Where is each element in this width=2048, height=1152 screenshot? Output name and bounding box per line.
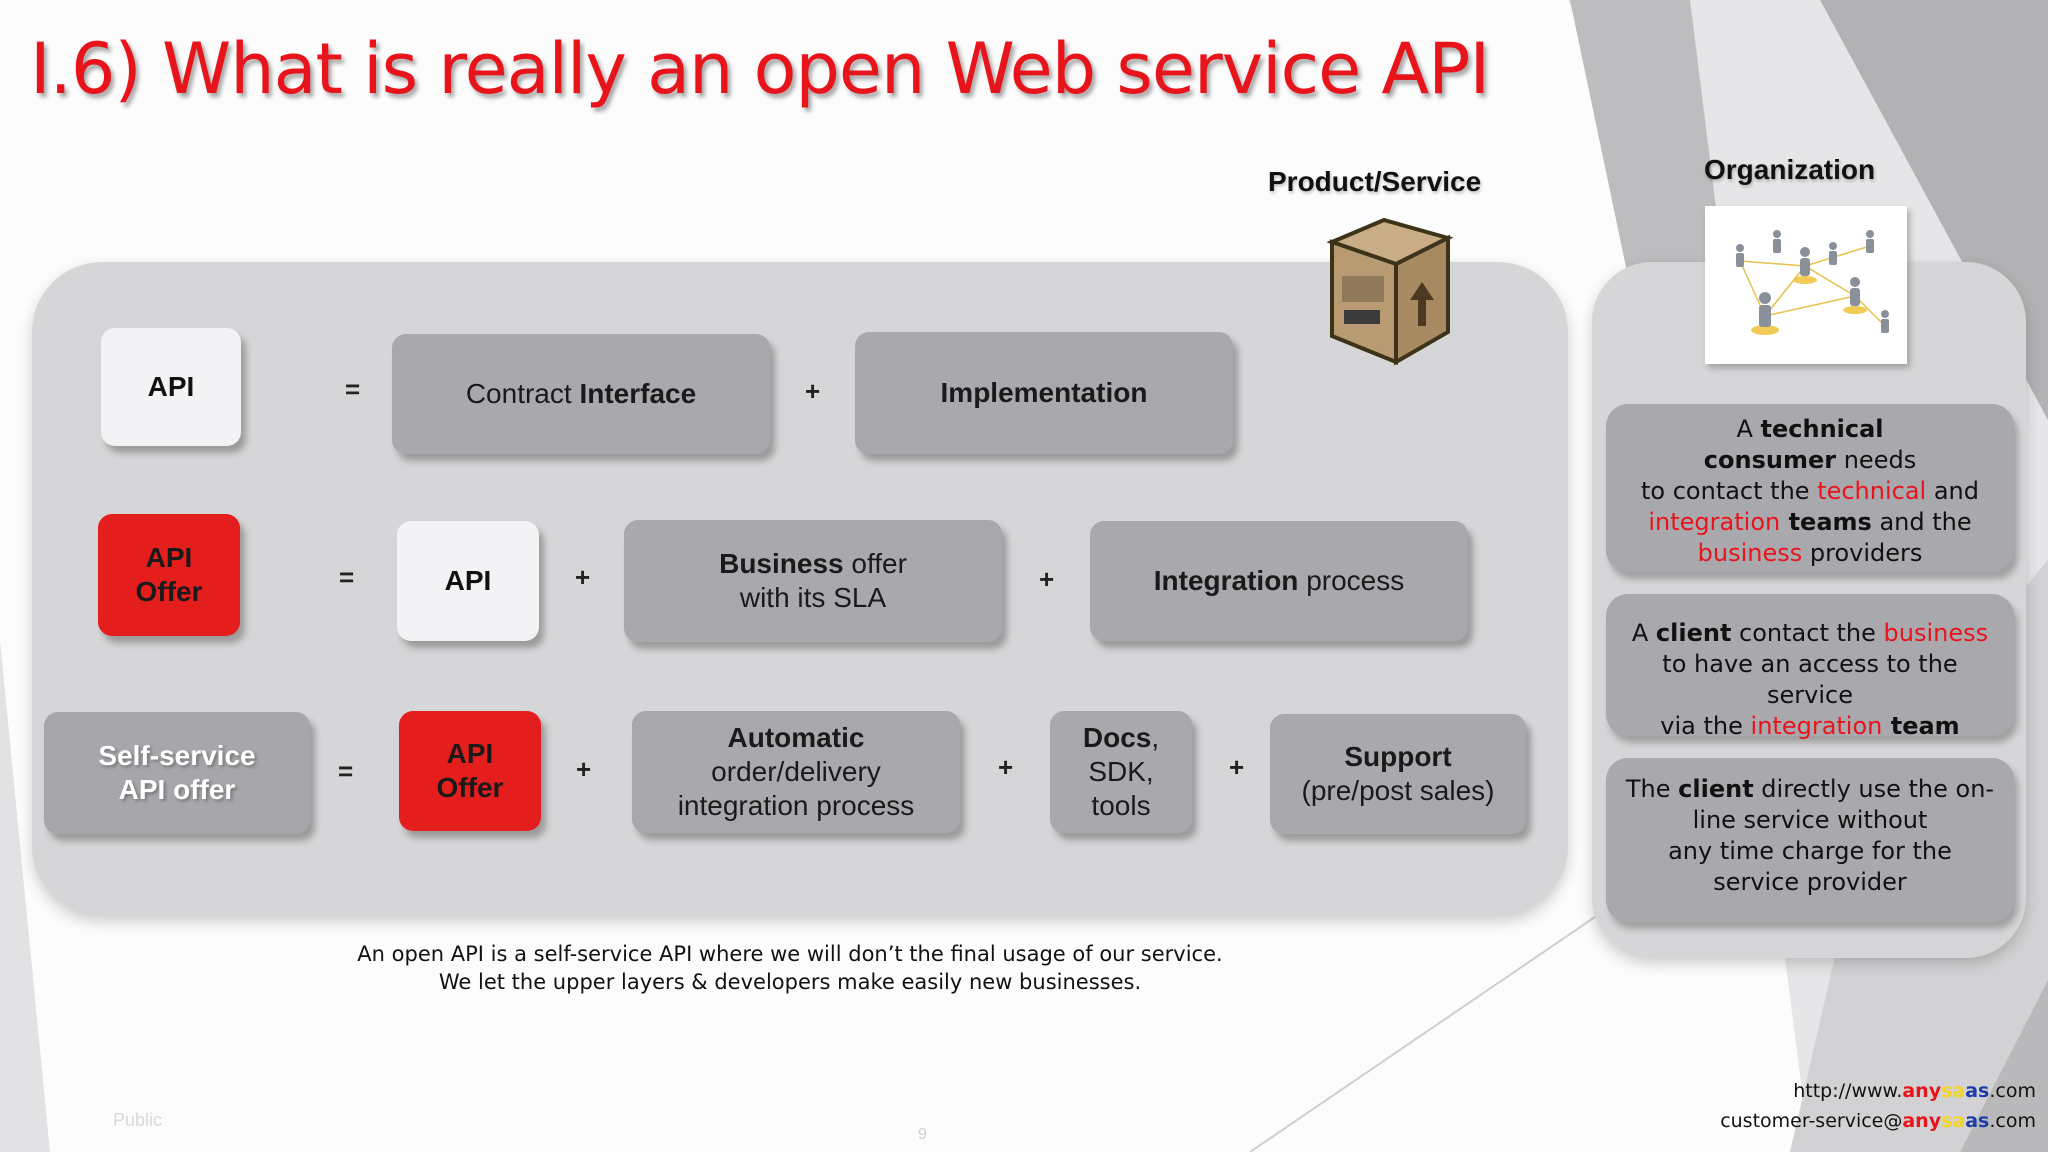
technical-highlight: technical [1817,477,1927,505]
page-number: 9 [918,1126,927,1143]
text: and the [1871,508,1972,536]
plus-sign: + [805,376,821,406]
equals-sign: = [339,562,355,592]
text: and [1926,477,1979,505]
client-word: client [1655,619,1732,647]
brand-any: any [1902,1080,1942,1102]
text: providers [1802,539,1923,567]
api-offer-line2: Offer [436,772,504,803]
contract-label: Contract [465,377,580,409]
technical-consumer-box: A technical consumer needs to contact th… [1606,404,2014,572]
sla-label: with its SLA [739,582,887,613]
integration-highlight: integration [1648,508,1781,536]
self-service-line1: Self-service [98,739,256,771]
self-service-line2: API offer [118,774,236,805]
url-prefix: http://www. [1793,1080,1903,1102]
text: A [1631,619,1656,647]
product-box-icon [1326,217,1454,366]
technical-word: technical [1760,415,1884,443]
product-service-label: Product/Service [1268,166,1482,197]
client-word: client [1678,775,1754,803]
equals-sign: = [345,374,361,404]
plus-sign: + [1229,752,1245,782]
mail-suffix: .com [1989,1110,2036,1132]
brand-as: as [1965,1110,1990,1132]
url-suffix: .com [1989,1080,2036,1102]
text: to have an access to the service [1662,650,1958,709]
text: contact the [1731,619,1884,647]
caption-line1: An open API is a self-service API where … [357,942,1223,966]
slide-caption: An open API is a self-service API where … [300,940,1280,996]
business-highlight: business [1883,619,1989,647]
docs-sdk-tools-box: Docs,SDK,tools [1050,711,1192,833]
text: service provider [1713,868,1907,896]
order-delivery-label: order/delivery [711,755,881,787]
direct-use-box: The client directly use the on- line ser… [1606,758,2014,922]
plus-sign: + [998,752,1014,782]
pre-post-sales-label: (pre/post sales) [1301,775,1495,806]
mail-prefix: customer-service@ [1720,1110,1903,1132]
text: any time charge for the [1668,837,1952,865]
integration-process-box: Integration process [1090,521,1468,641]
api-label: API [444,564,492,596]
docs-comma: , [1151,721,1160,753]
text: needs [1836,446,1917,474]
plus-sign: + [576,754,592,784]
process-label: process [1298,564,1405,596]
teams-word: teams [1780,508,1872,536]
client-contact-box: A client contact the business to have an… [1606,594,2014,740]
automatic-label: Automatic [727,721,865,753]
integration-highlight: integration [1750,712,1883,740]
implementation-label: Implementation [940,376,1148,408]
team-word: team [1882,712,1960,740]
text: via the [1660,712,1751,740]
classification-label: Public [113,1110,163,1130]
business-label: Business [719,547,844,579]
api-offer-line2: Offer [135,576,203,607]
email-link[interactable]: customer-service@anysaas.com [1720,1110,2036,1132]
api-label: API [147,370,195,402]
brand-sa: sa [1941,1110,1966,1132]
organization-network-image [1705,206,1907,364]
caption-line2: We let the upper layers & developers mak… [438,970,1142,994]
text: line service without [1692,806,1928,834]
api-box: API [101,328,241,446]
api-box: API [397,521,539,641]
integration-label: Integration [1153,564,1299,596]
implementation-box: Implementation [855,332,1233,454]
support-box: Support(pre/post sales) [1270,714,1526,834]
brand-sa: sa [1941,1080,1966,1102]
api-offer-line1: API [145,541,193,573]
organization-label: Organization [1704,154,1876,185]
equals-sign: = [338,756,354,786]
brand-as: as [1965,1080,1990,1102]
tools-label: tools [1091,790,1151,822]
text: directly use the on- [1753,775,1995,803]
business-highlight: business [1697,539,1803,567]
text: The [1625,775,1679,803]
api-offer-line1: API [446,737,494,769]
website-link[interactable]: http://www.anysaas.com [1793,1080,2036,1102]
brand-any: any [1902,1110,1942,1132]
text: to contact the [1641,477,1818,505]
slide-title: I.6) What is really an open Web service … [30,28,1490,110]
interface-label: Interface [579,377,697,409]
support-label: Support [1344,740,1452,772]
consumer-word: consumer [1703,446,1837,474]
plus-sign: + [575,562,591,592]
text: A [1736,415,1761,443]
docs-label: Docs [1082,721,1152,753]
contract-interface-box: Contract Interface [392,334,770,454]
offer-label: offer [843,547,907,579]
integration-process-label: integration process [677,790,915,822]
plus-sign: + [1039,564,1055,594]
sdk-label: SDK, [1088,755,1154,787]
